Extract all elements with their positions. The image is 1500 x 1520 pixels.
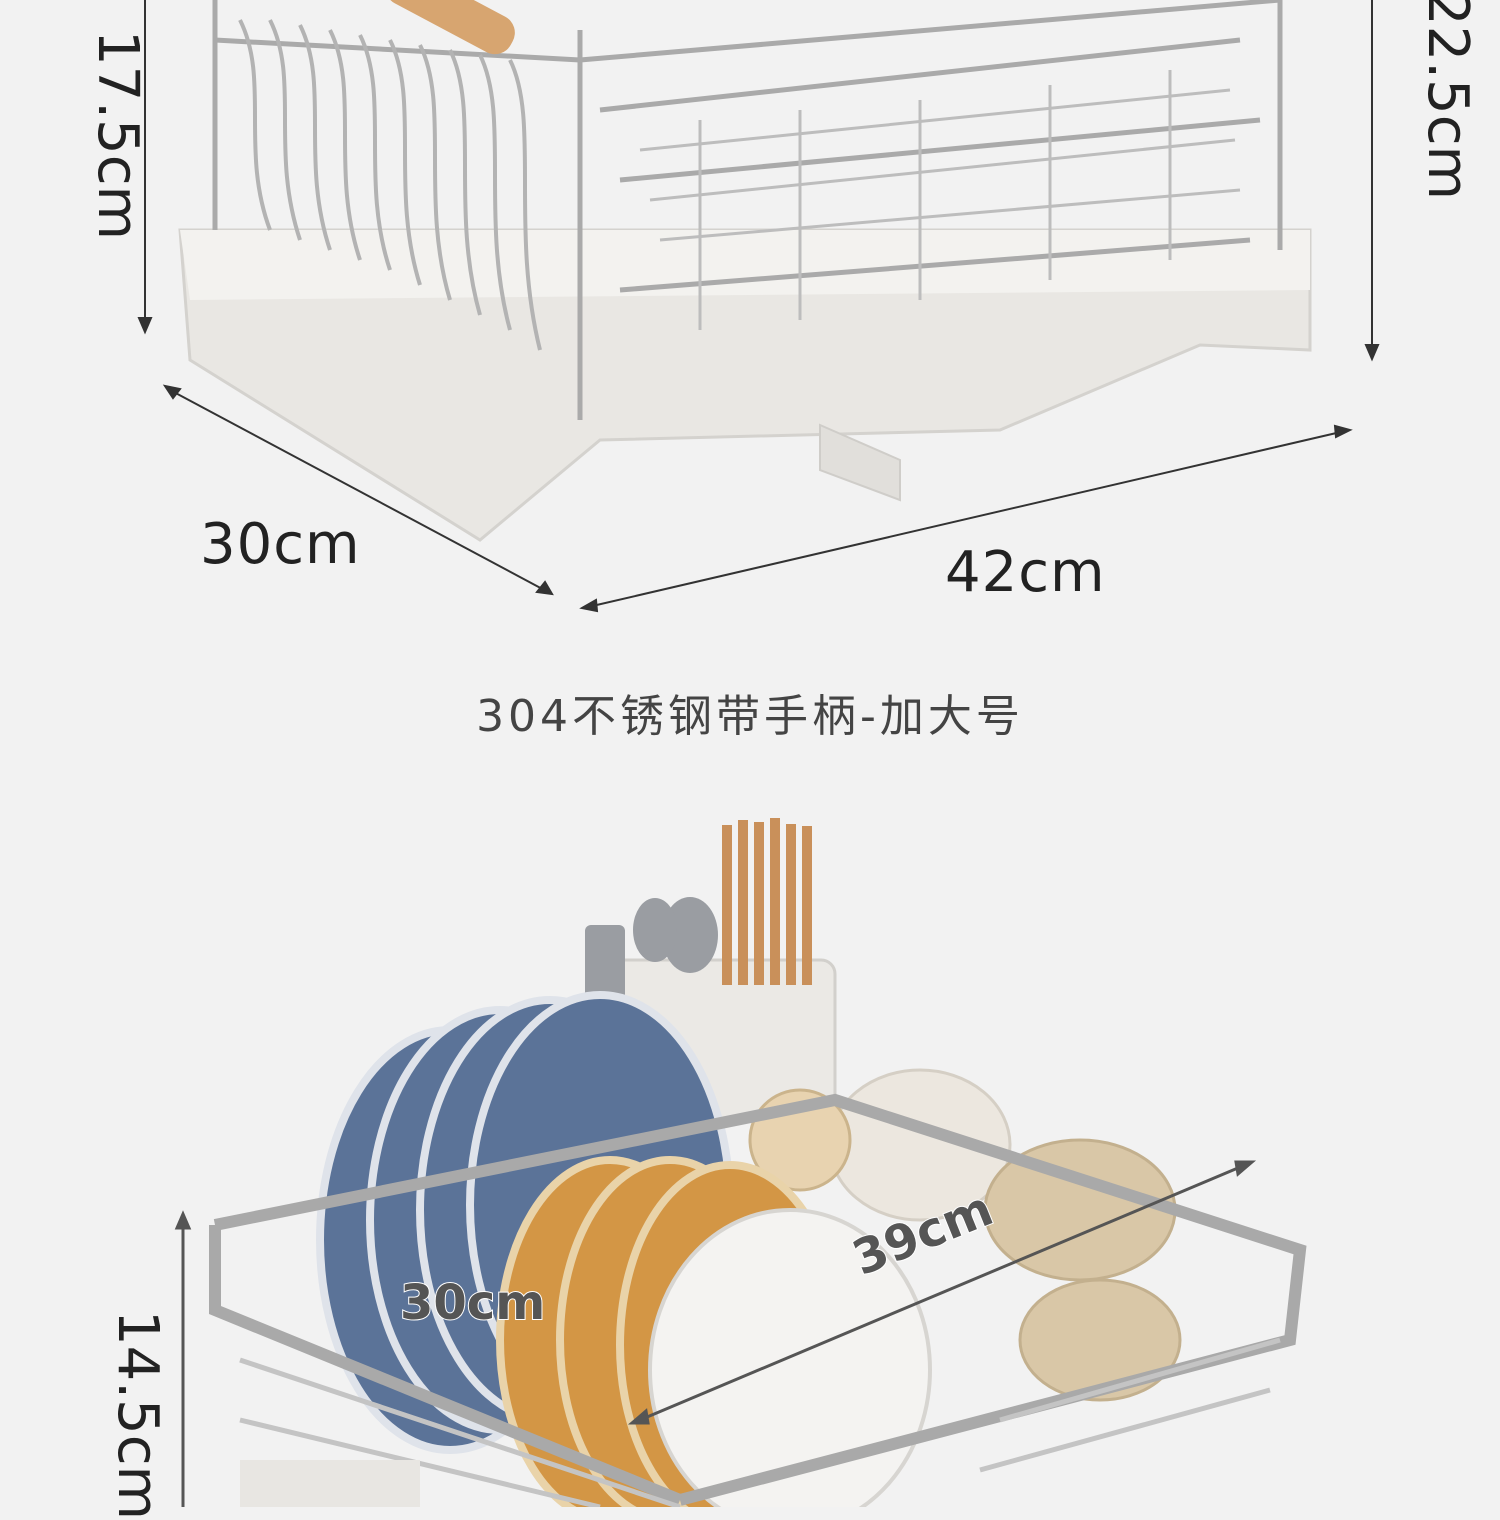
tray-rim	[180, 230, 1310, 300]
product-caption: 304不锈钢带手柄-加大号	[476, 691, 1024, 742]
cutlery-grid	[639, 70, 1241, 330]
height-left-label: 17.5cm	[85, 30, 150, 241]
dish-rack-top-drawing	[137, 0, 1380, 613]
inner-depth-label: 30cm	[399, 1274, 546, 1332]
frame-rails	[239, 1337, 1281, 1507]
depth-label: 30cm	[200, 512, 361, 577]
inner-dimension-lines	[174, 1160, 1257, 1507]
wooden-handle	[385, 0, 515, 55]
steel-rack-frame	[212, 0, 1283, 420]
chopsticks	[722, 818, 812, 985]
spoons-forks	[585, 897, 718, 1015]
bottom-height-label: 14.5cm	[105, 1310, 170, 1520]
white-plate	[648, 1208, 932, 1507]
dish-rack-loaded-drawing	[174, 818, 1307, 1507]
bottom-product-illustration: 30cm 39cm 14.5cm	[0, 780, 1500, 1520]
base-tray	[240, 1460, 420, 1507]
height-right-label: 22.5cm	[1415, 0, 1480, 201]
plate-dividers	[238, 19, 542, 351]
tan-bowl-2	[1018, 1278, 1182, 1402]
dimension-lines	[137, 0, 1380, 613]
top-product-illustration: 17.5cm 22.5cm 30cm 42cm	[0, 0, 1500, 640]
drain-spout	[819, 423, 901, 502]
width-label: 42cm	[945, 540, 1106, 605]
